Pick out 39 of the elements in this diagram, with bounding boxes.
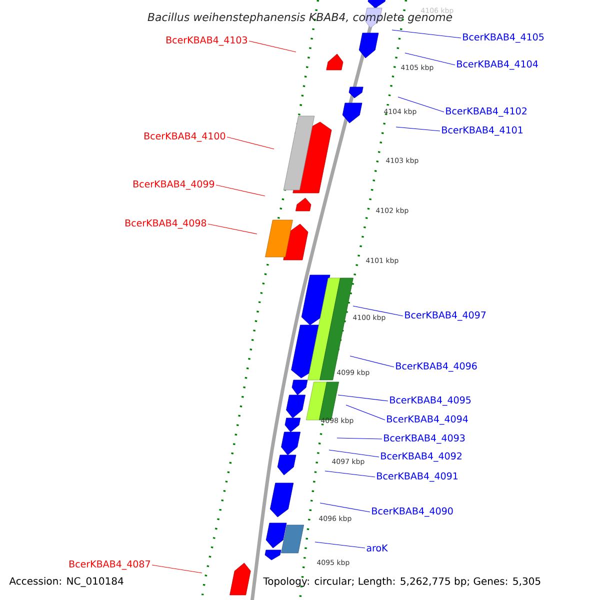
leader-line bbox=[226, 136, 274, 150]
leader-line bbox=[350, 356, 394, 368]
leader-line bbox=[216, 184, 266, 196]
leader-line bbox=[314, 542, 366, 548]
gene-label: BcerKBAB4_4091 bbox=[377, 472, 458, 482]
title: Bacillus weihenstephanensis KBAB4, complete genome bbox=[148, 12, 452, 24]
gene-label: BcerKBAB4_4098 bbox=[126, 219, 206, 229]
gene-label: BcerKBAB4_4097 bbox=[405, 311, 486, 321]
gene-label: BcerKBAB4_4090 bbox=[372, 507, 453, 517]
gene-label: BcerKBAB4_4095 bbox=[390, 396, 471, 406]
leader-line bbox=[396, 126, 440, 132]
gene-label: BcerKBAB4_4100 bbox=[144, 132, 226, 142]
leader-line bbox=[248, 40, 296, 52]
leader-line bbox=[338, 394, 388, 402]
gene-label: BcerKBAB4_4092 bbox=[381, 452, 462, 462]
gene-label: BcerKBAB4_4103 bbox=[166, 36, 248, 46]
gene-label: BcerKBAB4_4099 bbox=[134, 180, 214, 190]
leader-line bbox=[352, 306, 404, 316]
gene-label: BcerKBAB4_4087 bbox=[70, 560, 150, 570]
gene-label: BcerKBAB4_4102 bbox=[446, 107, 526, 117]
leader-line bbox=[392, 30, 462, 38]
gene-label: aroK bbox=[366, 544, 388, 552]
gene-label: BcerKBAB4_4105 bbox=[463, 33, 544, 43]
gene-label: BcerKBAB4_4104 bbox=[457, 60, 538, 70]
leader-line bbox=[208, 224, 258, 234]
gene-label: BcerKBAB4_4101 bbox=[442, 126, 523, 136]
gene-label: BcerKBAB4_4096 bbox=[396, 362, 477, 372]
leader-line bbox=[152, 564, 202, 574]
gene-label: BcerKBAB4_4094 bbox=[387, 415, 468, 425]
leader-line bbox=[328, 450, 380, 458]
leader-line bbox=[404, 52, 456, 66]
leader-line bbox=[398, 96, 444, 112]
info-text: Accession: NC_010184 bbox=[9, 577, 124, 587]
info-text: Topology: circular; Length: 5,262,775 bp; Genes: 5,305 bbox=[263, 577, 540, 587]
leader-line bbox=[336, 438, 382, 440]
leader-line bbox=[346, 404, 386, 420]
leader-line bbox=[324, 470, 376, 478]
gene-label: BcerKBAB4_4093 bbox=[384, 434, 465, 444]
leader-line bbox=[320, 502, 370, 512]
